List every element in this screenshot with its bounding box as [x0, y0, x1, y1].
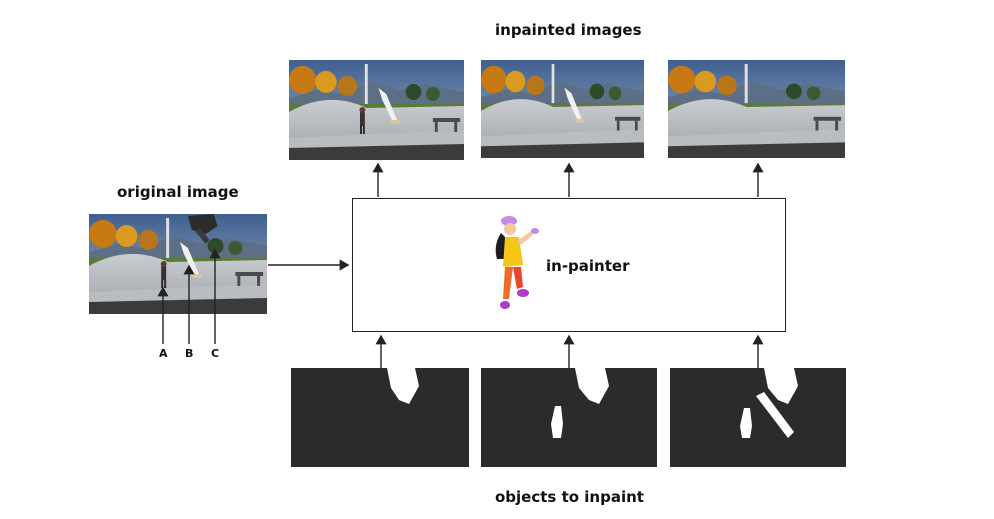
mask-object-c	[291, 368, 469, 467]
object-marker-c: C	[211, 347, 220, 360]
object-marker-b: B	[185, 347, 194, 360]
inpainter-label: in-painter	[546, 257, 630, 275]
original-image-title: original image	[117, 183, 239, 201]
inpainted-images-title: inpainted images	[495, 21, 642, 39]
inpainter-box: in-painter	[352, 198, 786, 332]
mask-objects-c-a-b	[670, 368, 846, 467]
object-marker-a: A	[159, 347, 168, 360]
inpainter-figure-icon	[495, 216, 539, 309]
mask-objects-c-a	[481, 368, 657, 467]
objects-to-inpaint-title: objects to inpaint	[495, 488, 644, 506]
